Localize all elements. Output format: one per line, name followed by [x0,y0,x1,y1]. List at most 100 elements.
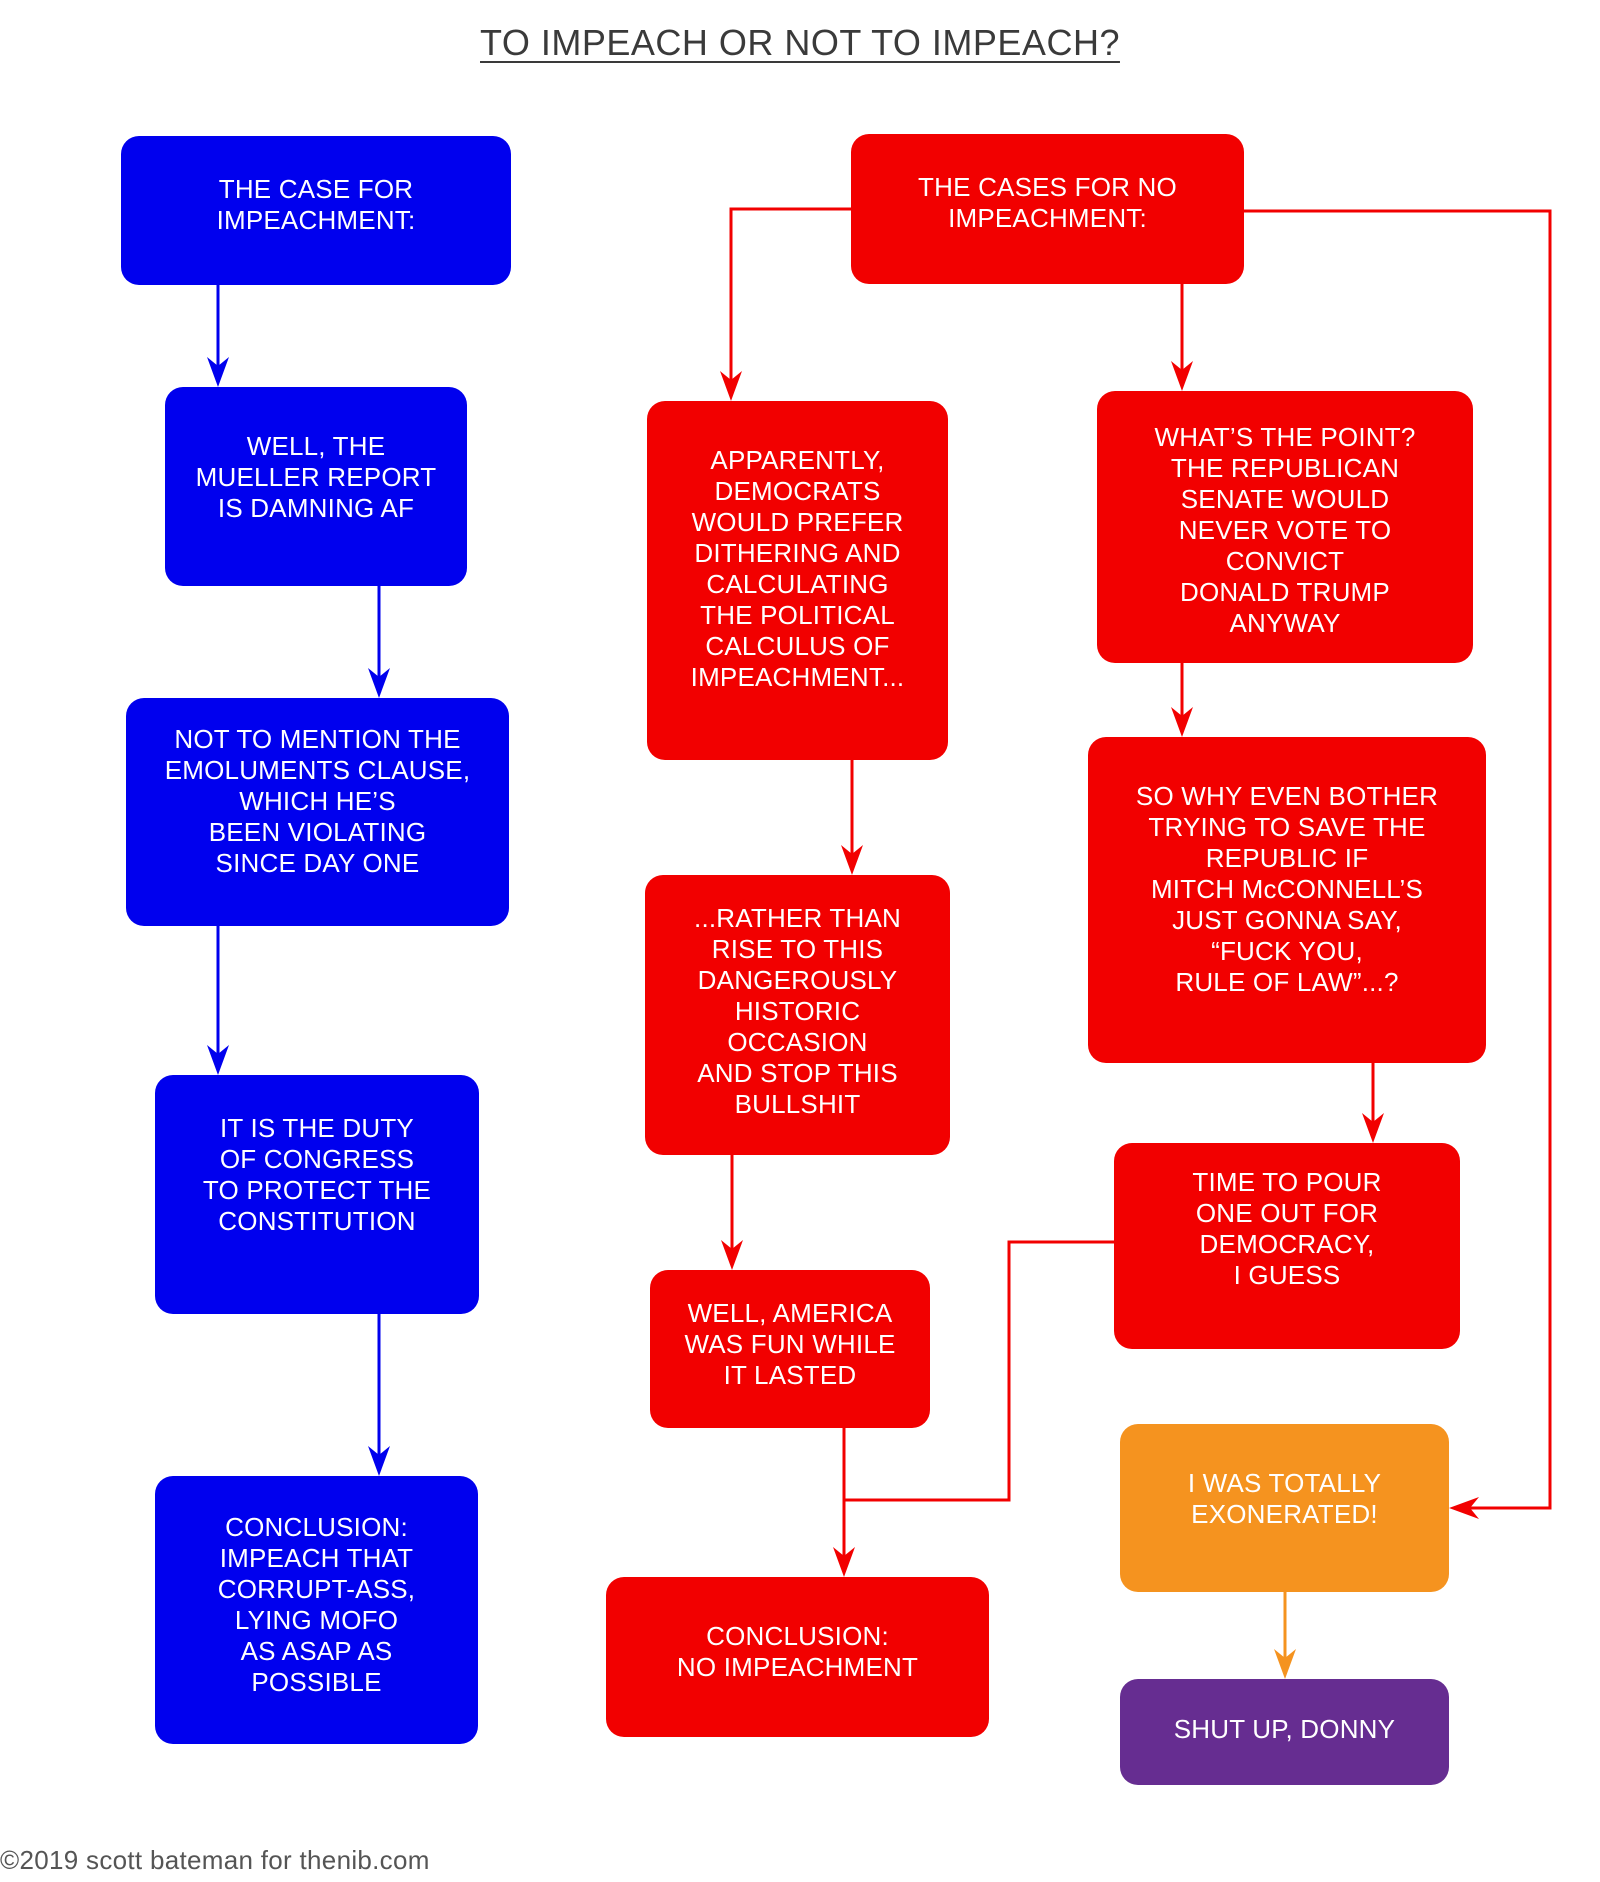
node-text-line: NOT TO MENTION THE [174,724,461,754]
arrowhead-icon [841,845,863,875]
diagram-title: TO IMPEACH OR NOT TO IMPEACH? [0,22,1600,64]
connector-line [729,207,851,391]
connector-case-for-to-mueller [207,285,229,387]
node-text-line: THE CASES FOR NO [918,172,1177,202]
connector-cases-no-to-apparently [720,207,851,401]
node-text-line: CALCULUS OF [705,631,890,661]
node-text-line: AND STOP THIS [697,1058,898,1088]
connector-exonerated-to-shut-up [1274,1592,1296,1679]
node-text-line: DANGEROUSLY [697,965,898,995]
node-text-line: SINCE DAY ONE [215,848,420,878]
arrowhead-icon [1274,1649,1296,1679]
node-text-line: I WAS TOTALLY [1187,1468,1382,1498]
node-text-line: “FUCK YOU, [1211,936,1363,966]
node-text-line: THE POLITICAL [700,600,895,630]
copyright-credit: ©2019 scott bateman for thenib.com [0,1845,430,1875]
node-text-line: LYING MOFO [234,1605,399,1635]
node-text-line: CONCLUSION: [706,1621,889,1651]
node-text-line: RULE OF LAW”...? [1175,967,1399,997]
node-text-line: SENATE WOULD [1180,484,1390,514]
node-text-line: THE CASE FOR [218,174,414,204]
arrowhead-icon [207,1045,229,1075]
node-text-line: BEEN VIOLATING [208,817,427,847]
node-text-line: CONVICT [1225,546,1345,576]
node-text-line: SHUT UP, DONNY [1173,1714,1396,1744]
connector-rather-than-to-america-fun [721,1155,743,1270]
connector-line [844,1240,1114,1502]
node-text-line: THE REPUBLICAN [1170,453,1400,483]
diagram-title-text: TO IMPEACH OR NOT TO IMPEACH? [480,22,1120,63]
node-text-line: AS ASAP AS [240,1636,393,1666]
node-text-line: OCCASION [727,1027,868,1057]
node-text-line: TIME TO POUR [1192,1167,1382,1197]
arrowhead-icon [721,1240,743,1270]
node-text-line: DONALD TRUMP [1180,577,1390,607]
node-text-line: IT IS THE DUTY [220,1113,414,1143]
node-text-line: SO WHY EVEN BOTHER [1135,781,1439,811]
node-text-line: REPUBLIC IF [1205,843,1369,873]
connector-pour-one-out-to-conclusion-no [844,1240,1114,1502]
connector-whats-point-to-why-bother [1171,663,1193,737]
node-text-line: IT LASTED [723,1360,857,1390]
connector-duty-to-conclusion-for [368,1314,390,1476]
node-text-line: WOULD PREFER [691,507,904,537]
arrowhead-icon [1171,361,1193,391]
connector-america-fun-to-conclusion-no [833,1428,855,1577]
node-text-line: WELL, AMERICA [687,1298,893,1328]
node-text-line: CALCULATING [706,569,889,599]
arrowhead-icon [1449,1497,1479,1519]
arrowhead-icon [1362,1113,1384,1143]
connector-mueller-to-emoluments [368,586,390,698]
node-text-line: IMPEACHMENT: [948,203,1147,233]
node-text-line: CONCLUSION: [225,1512,408,1542]
node-text-line: IMPEACHMENT: [216,205,416,235]
node-text-line: APPARENTLY, [710,445,885,475]
connector-line [1244,209,1552,1510]
node-text-line: ANYWAY [1229,608,1341,638]
node-text-line: EXONERATED! [1191,1499,1378,1529]
node-text-line: DEMOCRACY, [1199,1229,1375,1259]
node-text-line: IS DAMNING AF [217,493,415,523]
node-text-line: IMPEACH THAT [219,1543,414,1573]
node-text-line: WHICH HE’S [239,786,396,816]
node-text-line: NO IMPEACHMENT [676,1652,919,1682]
node-text-line: JUST GONNA SAY, [1172,905,1402,935]
arrowhead-icon [833,1547,855,1577]
node-text-line: WHAT’S THE POINT? [1154,422,1416,452]
connector-cases-no-to-whats-point [1171,284,1193,391]
node-text-line: ONE OUT FOR [1195,1198,1379,1228]
node-text-line: TO PROTECT THE [202,1175,432,1205]
node-text-line: DITHERING AND [694,538,901,568]
node-text-line: CORRUPT-ASS, [217,1574,416,1604]
node-text-line: BULLSHIT [734,1089,861,1119]
node-text-line: POSSIBLE [251,1667,382,1697]
node-text-line: HISTORIC [734,996,861,1026]
connector-cases-no-to-exonerated [1244,209,1552,1519]
node-text-line: NEVER VOTE TO [1178,515,1392,545]
node-text-line: EMOLUMENTS CLAUSE, [164,755,471,785]
node-text-line: MITCH McCONNELL’S [1150,874,1424,904]
node-text-line: DEMOCRATS [714,476,881,506]
connector-emoluments-to-duty [207,926,229,1075]
node-conclusion-no-impeachment: CONCLUSION:NO IMPEACHMENT [606,1577,989,1737]
arrowhead-icon [368,1446,390,1476]
node-text-line: OF CONGRESS [219,1144,415,1174]
arrowhead-icon [720,371,742,401]
node-text-line: I GUESS [1233,1260,1341,1290]
node-text-line: TRYING TO SAVE THE [1148,812,1426,842]
connector-why-bother-to-pour-one-out [1362,1063,1384,1143]
node-text-line: WAS FUN WHILE [684,1329,896,1359]
node-text-line: IMPEACHMENT... [690,662,905,692]
node-text-line: RISE TO THIS [711,934,884,964]
